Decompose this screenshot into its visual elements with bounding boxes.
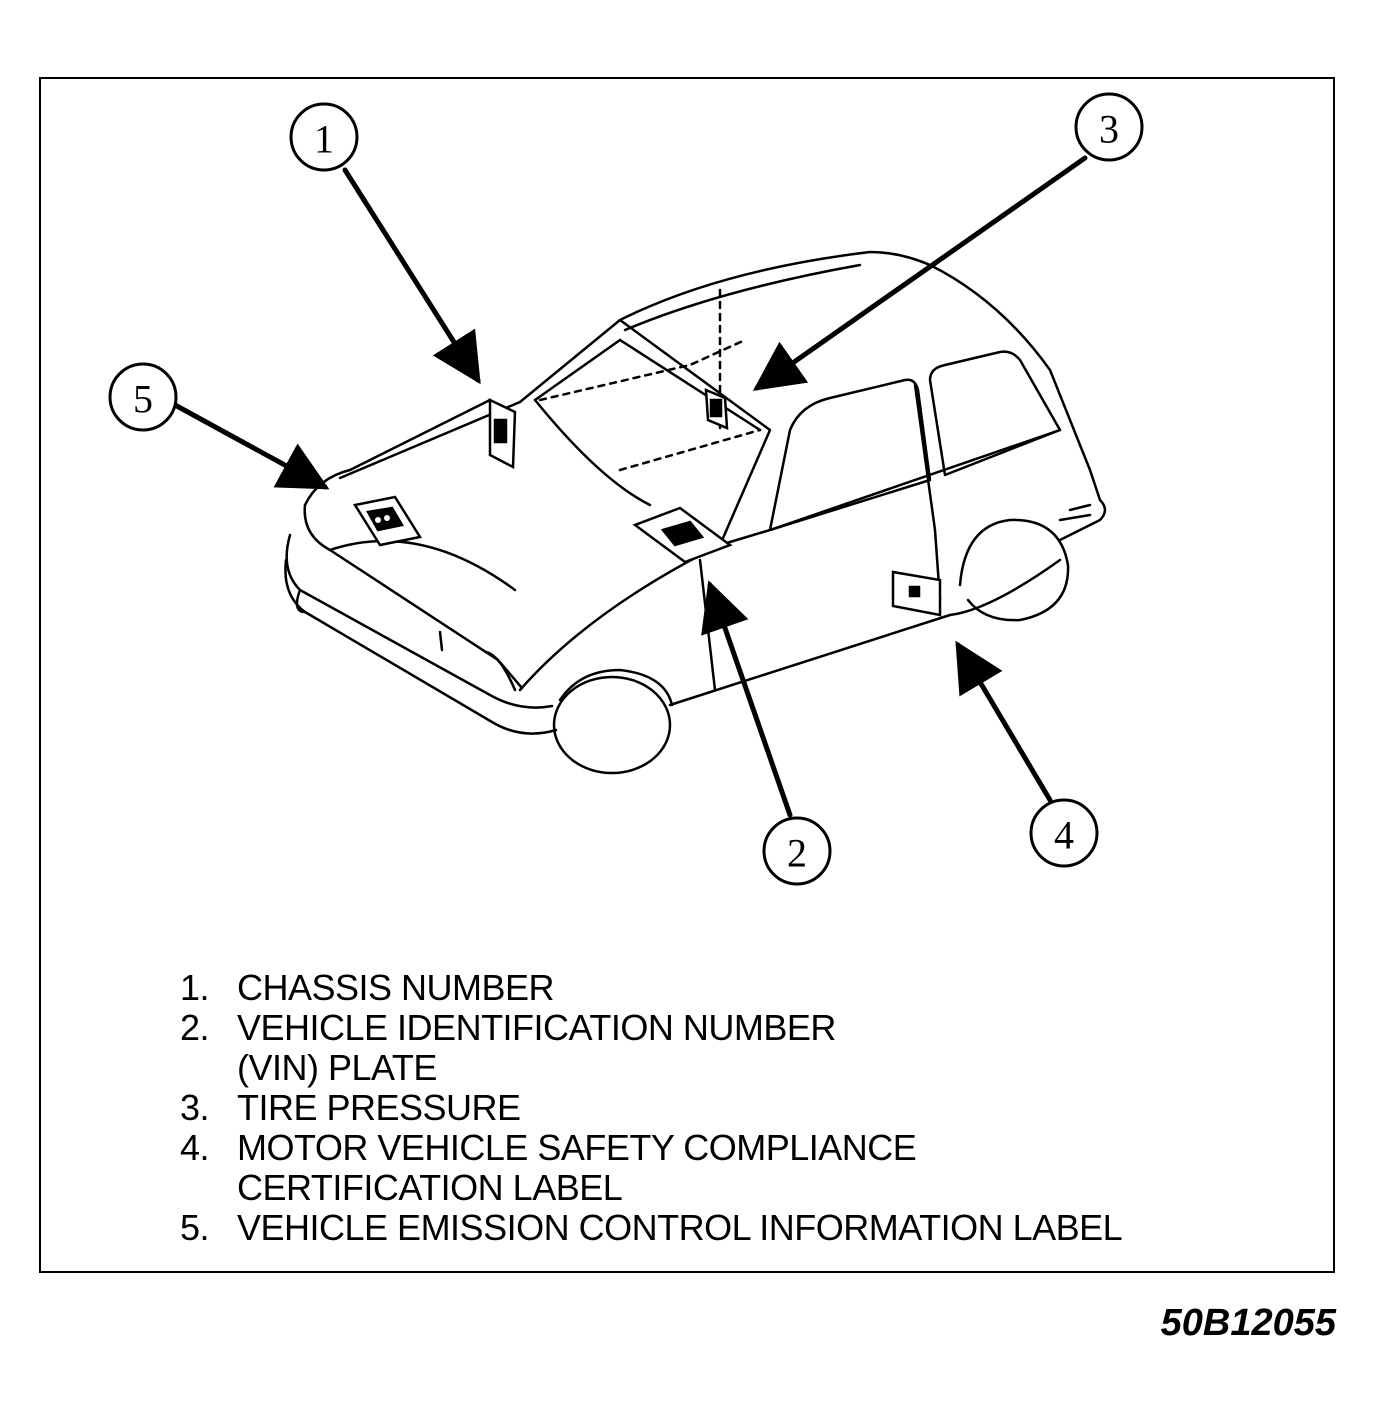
callout-3-number: 3	[1099, 107, 1119, 152]
legend-text: VEHICLE IDENTIFICATION NUMBER	[237, 1007, 836, 1048]
windshield	[518, 318, 772, 547]
legend-text: MOTOR VEHICLE SAFETY COMPLIANCE	[237, 1127, 917, 1168]
callout-5: 5	[108, 362, 178, 432]
legend: 1. CHASSIS NUMBER 2. VEHICLE IDENTIFICAT…	[180, 968, 1280, 1248]
front-door-window	[768, 378, 932, 532]
front-bumper	[285, 533, 554, 709]
legend-item-1: 1. CHASSIS NUMBER	[180, 968, 1280, 1008]
vehicle-outline	[284, 250, 1107, 775]
legend-text: VEHICLE EMISSION CONTROL INFORMATION LAB…	[237, 1207, 1123, 1248]
legend-item-2: 2. VEHICLE IDENTIFICATION NUMBER (VIN) P…	[180, 1008, 1280, 1088]
callout-5-number: 5	[133, 377, 153, 422]
legend-item-4: 4. MOTOR VEHICLE SAFETY COMPLIANCE CERTI…	[180, 1128, 1280, 1208]
legend-number: 2.	[180, 1007, 210, 1048]
legend-number: 1.	[180, 967, 210, 1008]
callout-3: 3	[1074, 92, 1144, 162]
diagram-frame	[39, 77, 1335, 1273]
rear-hatch	[928, 263, 1102, 502]
legend-text-continued: (VIN) PLATE	[237, 1047, 437, 1088]
legend-item-3: 3. TIRE PRESSURE	[180, 1088, 1280, 1128]
arrow-3	[752, 155, 1088, 391]
arrow-4	[955, 640, 1053, 803]
body-side	[718, 428, 1062, 547]
legend-text-continued: CERTIFICATION LABEL	[237, 1167, 623, 1208]
arrow-1	[342, 167, 481, 385]
leader-arrows	[172, 155, 1088, 818]
rear-side-window	[928, 350, 1062, 477]
callout-2: 2	[762, 816, 832, 886]
legend-item-5: 5. VEHICLE EMISSION CONTROL INFORMATION …	[180, 1208, 1280, 1248]
rear-wheel	[958, 518, 1070, 622]
legend-number: 5.	[180, 1207, 210, 1248]
legend-text: TIRE PRESSURE	[237, 1087, 521, 1128]
legend-text: CHASSIS NUMBER	[237, 967, 555, 1008]
figure-code: 50B12055	[1160, 1302, 1336, 1344]
callout-4-number: 4	[1054, 813, 1074, 858]
callout-1-number: 1	[314, 117, 334, 162]
arrow-2	[701, 580, 793, 818]
callout-4: 4	[1029, 798, 1099, 868]
roof	[618, 250, 932, 322]
callout-2-number: 2	[787, 831, 807, 876]
legend-number: 4.	[180, 1127, 210, 1168]
legend-number: 3.	[180, 1087, 210, 1128]
callout-1: 1	[289, 102, 359, 172]
arrow-5	[172, 402, 330, 490]
label-locations	[352, 388, 942, 617]
front-wheel	[552, 675, 672, 775]
